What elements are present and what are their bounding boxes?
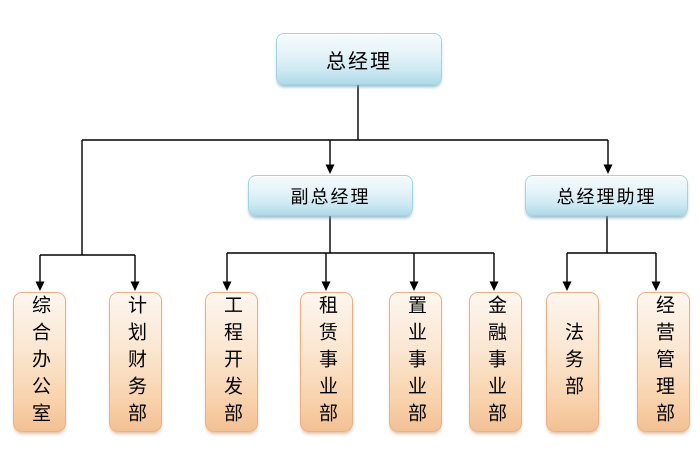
org-node-planning-finance-dept: 计划财务部 — [109, 292, 162, 432]
arrowhead-icon — [35, 281, 45, 291]
arrowhead-icon — [562, 281, 572, 291]
arrowhead-icon — [409, 281, 419, 291]
org-node-property-division: 置业事业部 — [389, 292, 442, 432]
arrowhead-icon — [325, 164, 335, 174]
arrowhead-icon — [603, 164, 613, 174]
org-node-general-office: 综合办公室 — [13, 292, 66, 432]
arrowhead-icon — [321, 281, 331, 291]
org-node-finance-division: 金融事业部 — [469, 292, 522, 432]
org-node-operations-management-dept: 经营管理部 — [637, 292, 690, 432]
org-node-legal-dept: 法务部 — [546, 292, 599, 432]
connector-path — [39, 85, 657, 283]
arrowhead-icon — [130, 281, 140, 291]
arrowheads — [35, 164, 661, 291]
org-node-general-manager: 总经理 — [276, 33, 442, 85]
arrowhead-icon — [489, 281, 499, 291]
arrowhead-icon — [651, 281, 661, 291]
arrowhead-icon — [222, 281, 232, 291]
org-node-leasing-division: 租赁事业部 — [300, 292, 353, 432]
org-node-engineering-development-dept: 工程开发部 — [205, 292, 258, 432]
org-node-gm-assistant: 总经理助理 — [525, 175, 688, 216]
org-node-deputy-general-manager: 副总经理 — [248, 175, 413, 216]
